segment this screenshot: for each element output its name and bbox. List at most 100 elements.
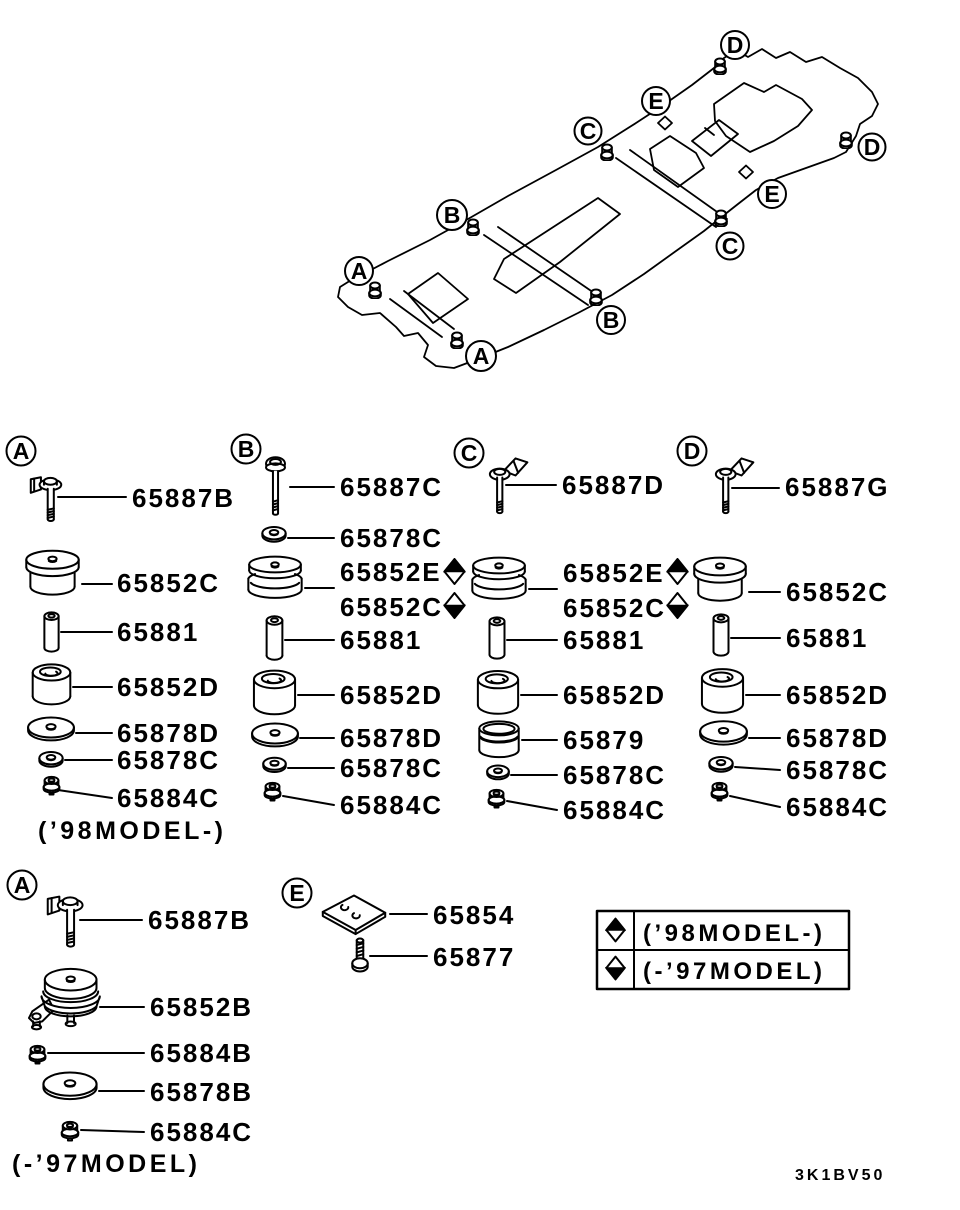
column-callout-letter: E bbox=[289, 880, 304, 906]
callout-letter: E bbox=[648, 88, 663, 114]
part-washer-small-65878C bbox=[262, 756, 287, 773]
callout-letter: A bbox=[351, 258, 368, 284]
part-flange-nut-65884C bbox=[487, 788, 506, 809]
part-label: 65884C bbox=[563, 795, 666, 825]
part-mount-cushion-stacked-65852E-65852C bbox=[247, 555, 303, 599]
frame-opening-rear bbox=[714, 83, 812, 152]
diamond-97-marker bbox=[666, 592, 689, 619]
callout-letter: B bbox=[603, 307, 620, 333]
diamond-97-marker bbox=[443, 592, 466, 619]
column-callout-circle bbox=[283, 879, 312, 908]
part-cup-65879 bbox=[477, 719, 521, 759]
column-callout-letter: A bbox=[14, 872, 31, 898]
part-washer-small-65878C bbox=[261, 526, 287, 543]
column-callout-circle bbox=[7, 437, 36, 466]
leader-line bbox=[735, 767, 780, 770]
part-label: 65852D bbox=[786, 680, 889, 710]
part-screw-65877 bbox=[351, 937, 369, 973]
part-mount-assembly-65852B bbox=[28, 967, 101, 1031]
frame-mount-bolt-a-rear bbox=[450, 331, 464, 349]
part-bushing-65852D bbox=[31, 663, 72, 706]
part-label: 65887B bbox=[132, 483, 235, 513]
frame-crossmember-front bbox=[390, 291, 454, 337]
part-bolt-with-bracket-65887G bbox=[715, 457, 755, 514]
column-callout-circle bbox=[455, 439, 484, 468]
diamond-98-marker bbox=[666, 558, 689, 585]
callout-b-front: B bbox=[437, 200, 467, 230]
part-label: 65852E bbox=[563, 558, 665, 588]
part-spacer-sleeve-65881 bbox=[265, 615, 284, 661]
frame-outline bbox=[338, 49, 878, 368]
part-label: 65878C bbox=[117, 745, 220, 775]
part-label: 65878D bbox=[786, 723, 889, 753]
part-spacer-sleeve-65881 bbox=[488, 616, 506, 660]
part-label: 65887G bbox=[785, 472, 890, 502]
callout-e-rear: E bbox=[758, 180, 786, 208]
column-callout-letter: B bbox=[238, 436, 255, 462]
part-label: 65881 bbox=[563, 625, 645, 655]
part-spacer-sleeve-65881 bbox=[43, 611, 60, 653]
part-bolt-long-65887C bbox=[265, 456, 286, 516]
legend-row-label: (’98MODEL-) bbox=[643, 920, 826, 947]
frame-mount-bolt-b-rear bbox=[589, 288, 603, 306]
column-callout-letter: C bbox=[461, 440, 478, 466]
callout-letter: E bbox=[764, 181, 779, 207]
part-washer-large-65878D bbox=[251, 722, 299, 748]
callout-a-rear: A bbox=[466, 341, 496, 371]
frame-crossmember-rear bbox=[616, 150, 727, 227]
part-bolt-with-clip-65887B bbox=[46, 895, 84, 948]
callout-e-front: E bbox=[642, 87, 670, 115]
part-label: 65852D bbox=[117, 672, 220, 702]
part-flange-nut-65884C bbox=[263, 781, 282, 802]
parts-column-a-98: A 65887B 65852C 65881 65852D 65878D 6587… bbox=[7, 437, 235, 845]
parts-column-c: C 65887D 65852E 65852C 65881 65852D 6587… bbox=[455, 439, 689, 825]
frame-hole-e-rear bbox=[739, 166, 753, 179]
part-plate-65854 bbox=[321, 894, 387, 935]
callout-b-rear: B bbox=[597, 306, 625, 334]
part-label: 65884C bbox=[150, 1117, 253, 1147]
frame-crossmember-mid bbox=[484, 227, 600, 305]
frame-mount-bolt-c-front bbox=[600, 143, 614, 161]
part-bushing-65852D bbox=[701, 668, 744, 714]
part-label: 65852C bbox=[786, 577, 889, 607]
part-label: 65881 bbox=[340, 625, 422, 655]
part-label: 65878C bbox=[786, 755, 889, 785]
parts-column-b: B 65887C 65878C 65852E 65852C 65881 6585… bbox=[232, 435, 466, 820]
frame-mount-bolt-d-rear bbox=[839, 131, 853, 149]
part-label: 65854 bbox=[433, 900, 515, 930]
legend-row-label: (-’97MODEL) bbox=[643, 958, 826, 985]
parts-column-d: D 65887G 65852C 65881 65852D 65878D 6587… bbox=[678, 437, 890, 822]
part-spacer-sleeve-65881 bbox=[712, 613, 730, 657]
drawing-code: 3K1BV50 bbox=[795, 1167, 885, 1184]
part-bushing-65852D bbox=[253, 669, 296, 716]
column-callout-letter: A bbox=[13, 438, 30, 464]
part-label: 65887B bbox=[148, 905, 251, 935]
frame-hole-e-front bbox=[658, 117, 672, 130]
leader-line bbox=[283, 796, 334, 805]
part-flange-nut-65884C bbox=[42, 775, 61, 796]
part-mount-cushion-65852C bbox=[693, 556, 747, 602]
part-washer-small-65878C bbox=[486, 764, 510, 781]
part-label: 65878D bbox=[117, 718, 220, 748]
part-washer-large-65878D bbox=[27, 716, 75, 742]
part-label: 65877 bbox=[433, 942, 515, 972]
parts-group-e: E 65854 65877 bbox=[283, 879, 515, 973]
callout-a-front: A bbox=[345, 257, 373, 285]
column-caption: (-’97MODEL) bbox=[12, 1150, 201, 1178]
part-label: 65884C bbox=[117, 783, 220, 813]
part-label: 65852C bbox=[563, 593, 666, 623]
part-label: 65884C bbox=[786, 792, 889, 822]
chassis-frame-drawing: A A B B C C D D bbox=[338, 31, 886, 371]
column-callout-circle bbox=[232, 435, 261, 464]
callout-letter: D bbox=[864, 134, 881, 160]
part-label: 65878B bbox=[150, 1077, 253, 1107]
callout-d-front: D bbox=[721, 31, 749, 59]
part-flange-nut-65884B bbox=[28, 1044, 47, 1065]
callout-letter: C bbox=[722, 233, 739, 259]
callout-letter: B bbox=[444, 202, 461, 228]
part-label: 65852C bbox=[117, 568, 220, 598]
part-label: 65881 bbox=[786, 623, 868, 653]
column-callout-circle bbox=[8, 871, 37, 900]
callout-letter: C bbox=[580, 118, 597, 144]
part-label: 65852C bbox=[340, 592, 443, 622]
